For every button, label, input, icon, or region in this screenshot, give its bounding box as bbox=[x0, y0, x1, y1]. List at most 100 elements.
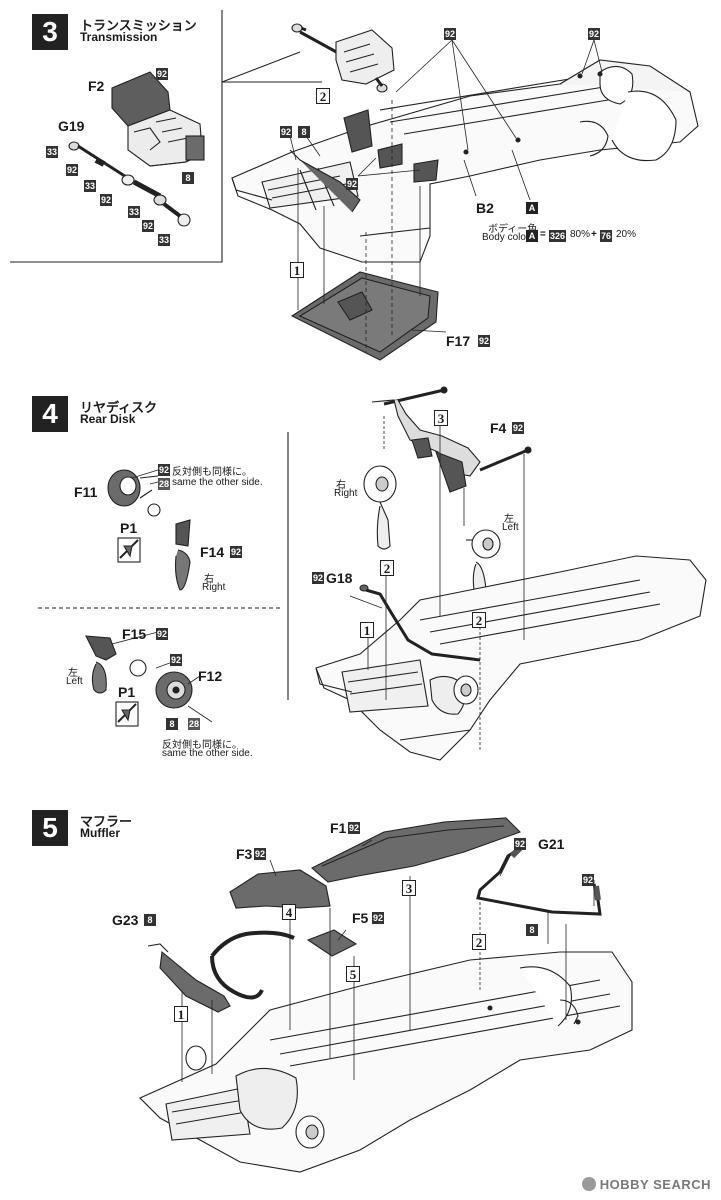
body-color-code-badge: A bbox=[526, 202, 538, 214]
hobby-search-watermark: HOBBY SEARCH bbox=[581, 1177, 711, 1192]
part-label-f5: F5 bbox=[352, 910, 369, 926]
paint-badge: 92 bbox=[280, 126, 293, 138]
part-label-f14: F14 bbox=[200, 544, 225, 560]
sequence-marker: 3 bbox=[434, 410, 448, 426]
rear-suspension-art bbox=[363, 386, 532, 594]
paint-badge: 92 bbox=[170, 654, 183, 666]
part-label-f2: F2 bbox=[88, 78, 105, 94]
paint-badge: 92 bbox=[348, 822, 361, 834]
paint-badge: 92 bbox=[444, 28, 457, 40]
paint-badge: 33 bbox=[46, 146, 59, 158]
paint-badge: 92 bbox=[512, 422, 525, 434]
f1-undercover-art bbox=[311, 817, 522, 883]
f5-plate-art bbox=[306, 929, 358, 957]
paint-badge: 8 bbox=[298, 126, 310, 138]
paint-badge: 92 bbox=[582, 874, 595, 886]
part-label-f3: F3 bbox=[236, 846, 253, 862]
step-4-title-jp: リヤディスク bbox=[80, 400, 158, 415]
sequence-marker: 4 bbox=[282, 904, 296, 920]
body-color-label-en: Body color bbox=[482, 232, 530, 243]
part-label-p1: P1 bbox=[120, 520, 138, 536]
hobby-search-logo-icon bbox=[581, 1177, 596, 1191]
g23-muffler-art bbox=[147, 930, 295, 1013]
paint-badge: 92 bbox=[158, 464, 171, 476]
watermark-text: HOBBY SEARCH bbox=[599, 1177, 711, 1192]
p1-tool-icon-2-art bbox=[115, 701, 139, 727]
sequence-marker: 1 bbox=[360, 622, 374, 638]
g18-bar-art bbox=[359, 584, 481, 662]
part-label-f4: F4 bbox=[490, 420, 507, 436]
body-color-code-2: 76 bbox=[600, 230, 613, 242]
step4-chassis-art bbox=[315, 555, 707, 761]
body-color-equals: = bbox=[540, 229, 546, 240]
paint-badge: 28 bbox=[188, 718, 201, 730]
paint-badge: 92 bbox=[478, 335, 491, 347]
left-label-en: Left bbox=[502, 522, 519, 533]
paint-badge: 33 bbox=[84, 180, 97, 192]
paint-badge: 33 bbox=[158, 234, 171, 246]
step-4-number: 4 bbox=[32, 396, 68, 432]
body-color-code-1: 326 bbox=[549, 230, 567, 242]
paint-badge: 8 bbox=[144, 914, 156, 926]
step5-chassis-art bbox=[139, 951, 633, 1173]
sequence-marker: 2 bbox=[472, 934, 486, 950]
part-label-f17: F17 bbox=[446, 333, 471, 349]
right-label-en: Right bbox=[334, 488, 358, 499]
step-3-title-jp: トランスミッション bbox=[80, 18, 197, 33]
paint-badge: 92 bbox=[254, 848, 267, 860]
left-label-jp: 左 bbox=[68, 668, 78, 679]
step-5-number: 5 bbox=[32, 810, 68, 846]
paint-badge: 8 bbox=[526, 924, 538, 936]
f15-upright-art bbox=[85, 635, 193, 709]
same-other-side-note-en: same the other side. bbox=[172, 477, 263, 488]
f17-cover-art bbox=[290, 271, 439, 361]
paint-badge: 92 bbox=[312, 572, 325, 584]
paint-badge: 92 bbox=[346, 178, 359, 190]
same-other-side-note-jp: 反対側も同様に。 bbox=[172, 467, 252, 478]
f2-transmission-art bbox=[111, 71, 205, 167]
step-3-title-en: Transmission bbox=[80, 30, 158, 44]
paint-badge: 92 bbox=[100, 194, 113, 206]
paint-badge: 92 bbox=[156, 68, 169, 80]
body-color-pct-1: 80% bbox=[570, 229, 591, 240]
part-label-f15: F15 bbox=[122, 626, 147, 642]
part-label-g18: G18 bbox=[326, 570, 353, 586]
paint-badge: 92 bbox=[372, 912, 385, 924]
g19-shaft-art bbox=[68, 141, 191, 227]
part-label-g19: G19 bbox=[58, 118, 85, 134]
paint-badge: 8 bbox=[166, 718, 178, 730]
step-3-number: 3 bbox=[32, 14, 68, 50]
paint-badge: 92 bbox=[514, 838, 527, 850]
sequence-marker: 2 bbox=[380, 560, 394, 576]
step-4-title-en: Rear Disk bbox=[80, 412, 136, 426]
sequence-marker: 1 bbox=[174, 1006, 188, 1022]
sequence-marker: 1 bbox=[290, 262, 304, 278]
sequence-marker: 2 bbox=[316, 88, 330, 104]
part-label-p1: P1 bbox=[118, 684, 136, 700]
step3-inset-border bbox=[10, 10, 223, 263]
part-label-b2: B2 bbox=[476, 200, 494, 216]
part-label-g23: G23 bbox=[112, 912, 139, 928]
p1-tool-icon-art bbox=[117, 537, 141, 563]
part-label-f11: F11 bbox=[74, 484, 98, 500]
right-label-jp: 右 bbox=[336, 480, 346, 491]
sequence-marker: 5 bbox=[346, 966, 360, 982]
part-label-f1: F1 bbox=[330, 820, 347, 836]
right-label-jp: 右 bbox=[204, 574, 214, 585]
body-color-plus: + bbox=[591, 229, 597, 240]
body-color-code-badge: A bbox=[526, 230, 538, 242]
paint-badge: 92 bbox=[230, 546, 243, 558]
step3-chassis-art bbox=[231, 59, 699, 263]
same-other-side-note-en: same the other side. bbox=[162, 748, 253, 759]
part-label-g21: G21 bbox=[538, 836, 565, 852]
step-5-title-en: Muffler bbox=[80, 826, 120, 840]
f3-undercover-art bbox=[229, 869, 331, 909]
part-label-f12: F12 bbox=[198, 668, 223, 684]
left-label-en: Left bbox=[66, 676, 83, 687]
paint-badge: 33 bbox=[128, 206, 141, 218]
paint-badge: 92 bbox=[156, 628, 169, 640]
paint-badge: 28 bbox=[158, 478, 171, 490]
paint-badge: 8 bbox=[182, 172, 194, 184]
